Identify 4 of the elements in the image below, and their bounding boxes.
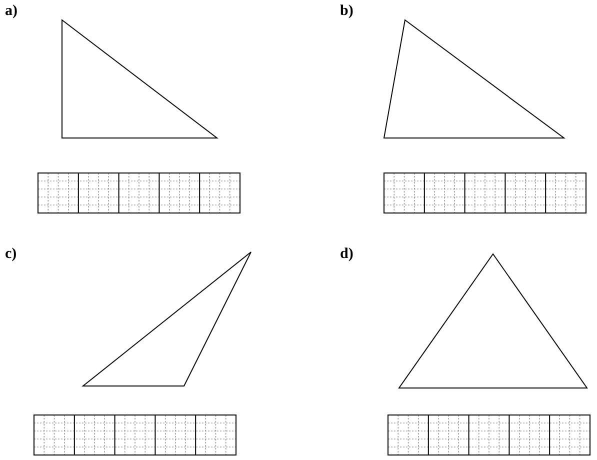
part-label: c) [5,246,17,263]
part-label: d) [340,246,354,263]
part-label: a) [5,3,18,20]
part-label: b) [340,3,354,20]
